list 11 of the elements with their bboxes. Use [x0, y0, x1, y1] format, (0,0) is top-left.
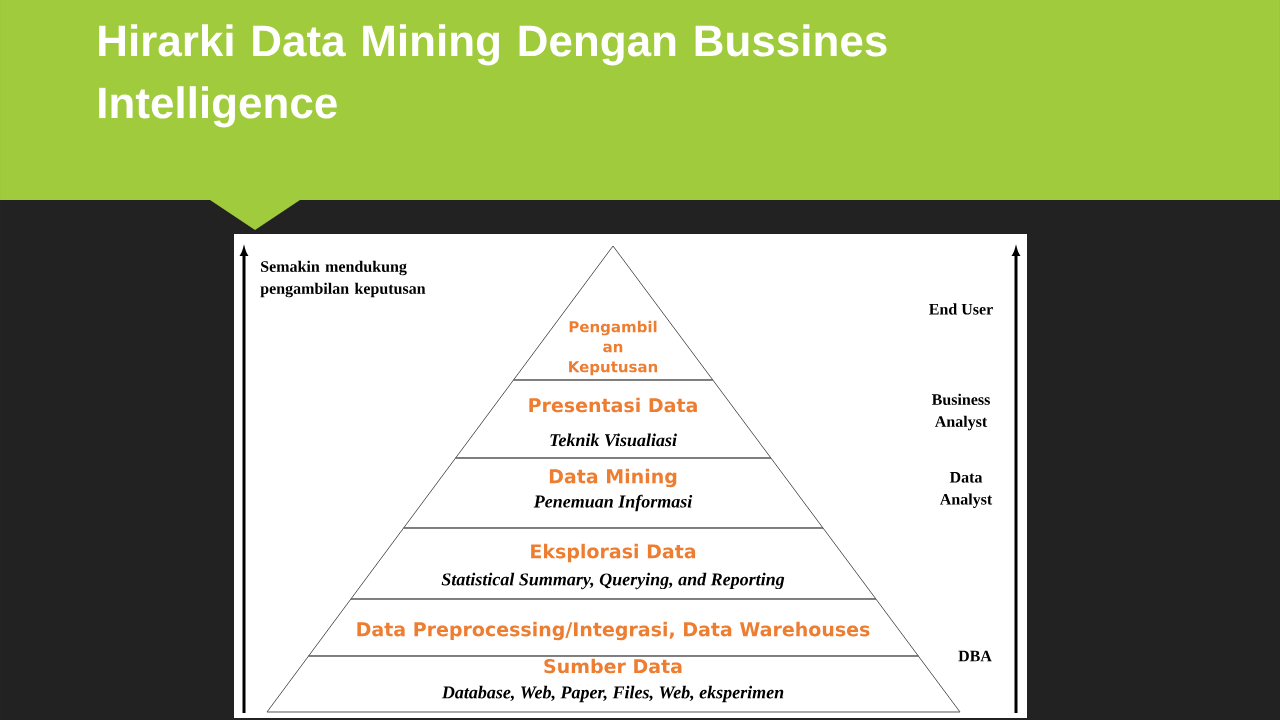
pyramid-band: Data Mining Penemuan Informasi — [403, 457, 824, 529]
role-label: Data Analyst — [939, 472, 993, 508]
pyramid-band: Pengambil an Keputusan — [513, 245, 714, 381]
role-label: DBA — [958, 650, 992, 662]
role-label: Semakin mendukung pengambilan keputusan — [260, 260, 426, 298]
pyramid-band: Eksplorasi Data Statistical Summary, Querying, and Reporting — [350, 527, 877, 600]
role-label: Business Analyst — [931, 393, 990, 431]
role-label: End User — [929, 303, 993, 315]
pyramid-band: Data Preprocessing/Integrasi, Data Warehouses — [308, 598, 919, 657]
slide-title: Hirarki Data Mining Dengan Bussines Intelligence — [99, 24, 887, 128]
pyramid-band: Presentasi Data Teknik Visualiasi — [455, 379, 772, 459]
